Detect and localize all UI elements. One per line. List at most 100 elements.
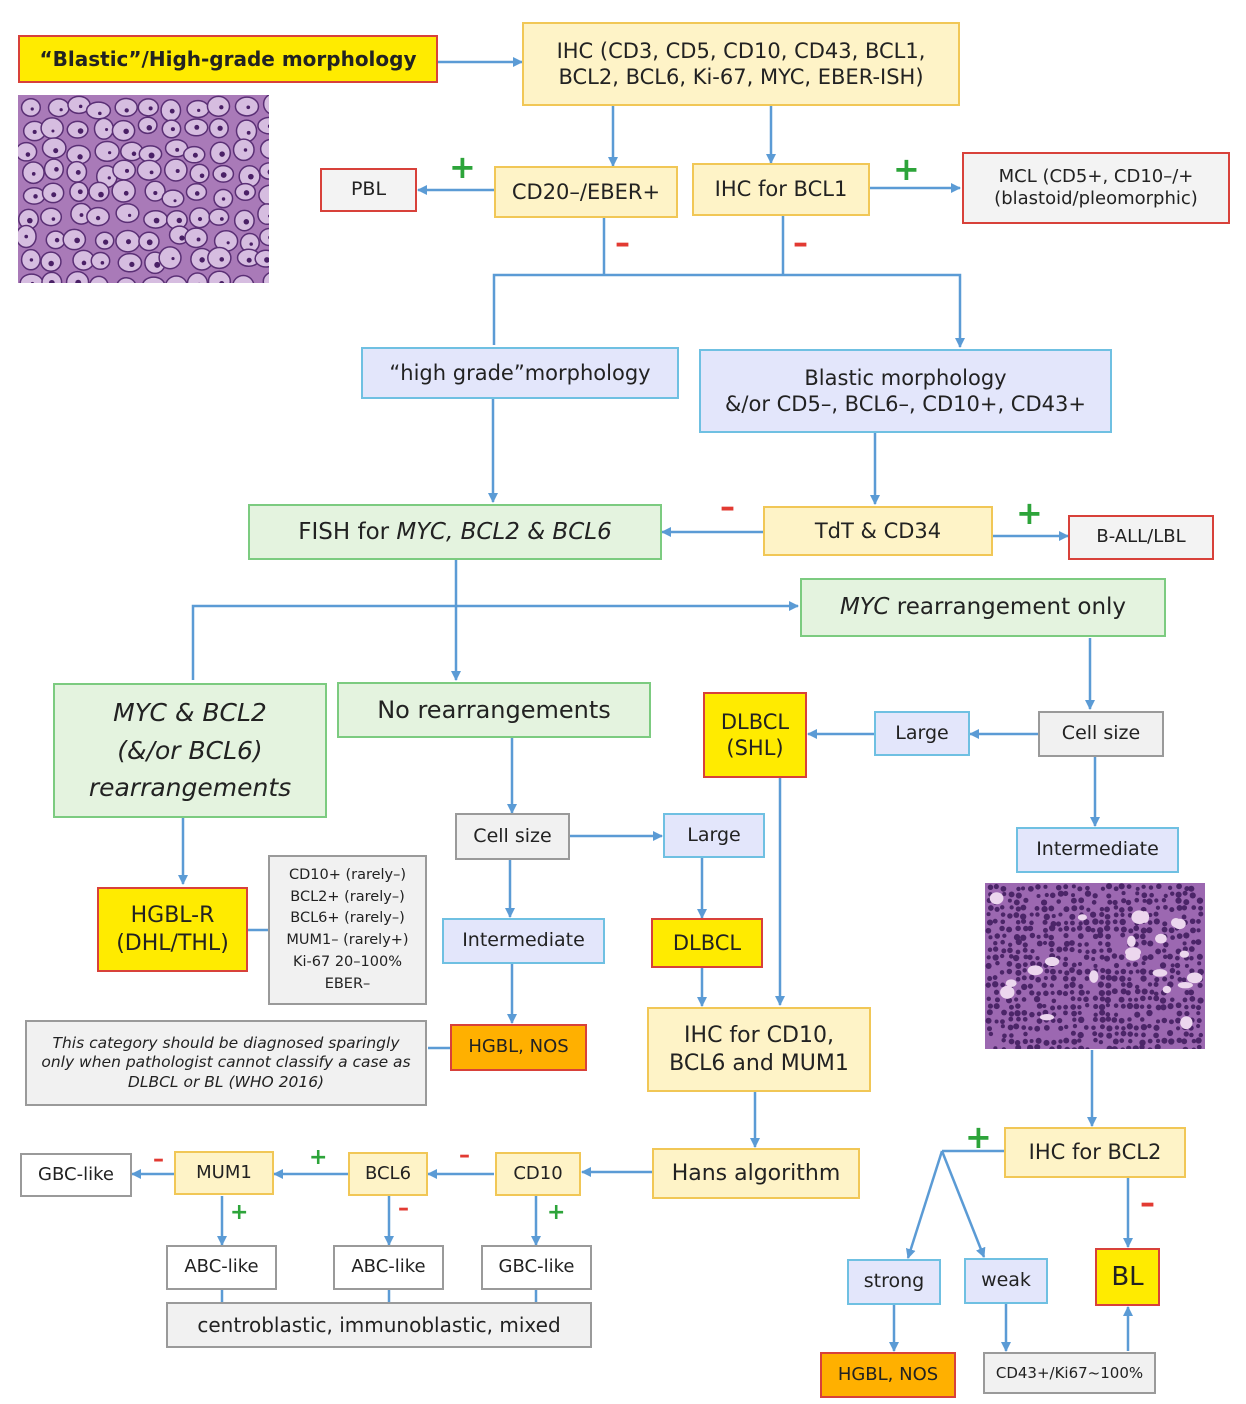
strong-box[interactable]: strong [847, 1259, 941, 1305]
mum1-label: MUM1 [196, 1161, 252, 1183]
intermediate-center-box[interactable]: Intermediate [442, 918, 605, 964]
who-note-box: This category should be diagnosed sparin… [25, 1020, 427, 1106]
dlbcl-shl-line2: (SHL) [726, 736, 784, 760]
weak-label: weak [981, 1269, 1031, 1292]
plus-sign-bcl6: + [309, 1145, 328, 1170]
morphologic-subtypes-label: centroblastic, immunoblastic, mixed [197, 1312, 561, 1337]
intermediate-right-box[interactable]: Intermediate [1016, 827, 1179, 873]
plus-sign-bcl2: + [965, 1118, 992, 1156]
phenotype-ki67: Ki-67 20–100% [293, 953, 402, 970]
mum1-box[interactable]: MUM1 [174, 1151, 274, 1195]
pbl-label: PBL [350, 178, 387, 201]
hans-algorithm-box[interactable]: Hans algorithm [652, 1148, 860, 1199]
histology-micrograph-starry-sky [985, 883, 1205, 1049]
ihc-bcl2-box[interactable]: IHC for BCL2 [1004, 1127, 1186, 1178]
dlbcl-box[interactable]: DLBCL [651, 918, 763, 968]
weak-box[interactable]: weak [964, 1258, 1048, 1304]
phenotype-mum1: MUM1– (rarely+) [286, 932, 409, 948]
ball-lbl-box[interactable]: B-ALL/LBL [1068, 515, 1214, 560]
fish-box[interactable]: FISH for MYC, BCL2 & BCL6 [248, 504, 662, 560]
hgbl-nos-right-label: HGBL, NOS [837, 1363, 939, 1385]
mcl-line1: MCL (CD5+, CD10–/+ [998, 165, 1194, 187]
myc-only-rest: rearrangement only [889, 594, 1127, 621]
hgbl-nos-center-label: HGBL, NOS [468, 1036, 569, 1058]
strong-label: strong [863, 1270, 925, 1293]
large-center-box[interactable]: Large [663, 813, 765, 858]
morphologic-subtypes-box[interactable]: centroblastic, immunoblastic, mixed [166, 1302, 592, 1348]
phenotype-eber: EBER– [324, 975, 371, 992]
ball-lbl-label: B-ALL/LBL [1096, 526, 1186, 548]
ihc-panel-line2: BCL2, BCL6, Ki-67, MYC, EBER-ISH) [558, 65, 924, 89]
bl-label: BL [1111, 1261, 1144, 1292]
myc-bcl2-line1: MYC & BCL2 [113, 698, 267, 728]
large-right-box[interactable]: Large [874, 711, 970, 756]
blastic-phenotype-line2: &/or CD5–, BCL6–, CD10+, CD43+ [725, 392, 1086, 416]
hgbl-r-box[interactable]: HGBL-R (DHL/THL) [97, 887, 248, 972]
hans-algorithm-label: Hans algorithm [671, 1160, 841, 1186]
cd43-ki67-box[interactable]: CD43+/Ki67~100% [983, 1352, 1156, 1394]
cell-size-right-box[interactable]: Cell size [1038, 711, 1164, 757]
fish-genes: MYC, BCL2 & BCL6 [396, 518, 612, 545]
myc-bcl2-rearrangements-box[interactable]: MYC & BCL2 (&/or BCL6) rearrangements [53, 683, 327, 818]
blastic-morphology-phenotype-box[interactable]: Blastic morphology &/or CD5–, BCL6–, CD1… [699, 349, 1112, 433]
mcl-box[interactable]: MCL (CD5+, CD10–/+ (blastoid/pleomorphic… [962, 152, 1230, 224]
minus-sign-cd20: – [615, 226, 630, 261]
dlbcl-shl-line1: DLBCL [720, 709, 790, 734]
ihc-bcl1-box[interactable]: IHC for BCL1 [692, 163, 870, 216]
abc-like-1-label: ABC-like [184, 1256, 259, 1278]
phenotype-cd10: CD10+ (rarely–) [288, 866, 407, 883]
abc-like-2-box[interactable]: ABC-like [333, 1245, 444, 1290]
gbc-like-left-box[interactable]: GBC-like [20, 1153, 132, 1197]
ihc-hans-line1: IHC for CD10, [684, 1023, 834, 1048]
phenotype-bcl6: BCL6+ (rarely–) [290, 910, 405, 927]
hgbl-r-phenotype-box: CD10+ (rarely–) BCL2+ (rarely–) BCL6+ (r… [268, 855, 427, 1005]
plus-sign-cd10-down: + [547, 1200, 566, 1225]
no-rearrangements-label: No rearrangements [377, 696, 611, 724]
large-center-label: Large [687, 823, 741, 846]
large-right-label: Large [895, 721, 949, 744]
fish-prefix: FISH for [298, 518, 397, 545]
high-grade-morphology-box[interactable]: “high grade”morphology [361, 347, 679, 399]
tdt-cd34-box[interactable]: TdT & CD34 [763, 506, 993, 556]
ihc-panel-line1: IHC (CD3, CD5, CD10, CD43, BCL1, [556, 38, 926, 63]
histology-micrograph-blastic [18, 95, 269, 283]
myc-only-box[interactable]: MYC rearrangement only [800, 578, 1166, 637]
cd10-box[interactable]: CD10 [495, 1152, 581, 1196]
dlbcl-shl-box[interactable]: DLBCL (SHL) [703, 692, 807, 778]
hgbl-r-line1: HGBL-R [130, 903, 215, 928]
gbc-like-2-box[interactable]: GBC-like [481, 1245, 592, 1290]
plus-sign-mcl: + [893, 150, 920, 188]
minus-sign-bcl2: – [1140, 1186, 1155, 1221]
tdt-cd34-label: TdT & CD34 [814, 518, 942, 543]
bl-box[interactable]: BL [1095, 1248, 1160, 1306]
hgbl-nos-right-box[interactable]: HGBL, NOS [820, 1352, 956, 1398]
minus-sign-bcl1: – [793, 226, 808, 261]
plus-sign-tdt: + [1016, 494, 1043, 532]
cell-size-right-label: Cell size [1061, 722, 1141, 745]
abc-like-1-box[interactable]: ABC-like [166, 1245, 277, 1290]
hgbl-r-line2: (DHL/THL) [116, 930, 229, 956]
myc-only-gene: MYC [839, 594, 890, 621]
bcl6-label: BCL6 [364, 1162, 412, 1184]
abc-like-2-label: ABC-like [351, 1256, 426, 1278]
minus-sign-cd10: – [459, 1143, 470, 1168]
who-note-text: This category should be diagnosed sparin… [41, 1033, 411, 1091]
phenotype-bcl2: BCL2+ (rarely–) [290, 888, 405, 905]
mcl-line2: (blastoid/pleomorphic) [994, 188, 1198, 209]
plus-sign-mum1-down: + [230, 1200, 249, 1225]
dlbcl-label: DLBCL [672, 930, 742, 955]
cell-size-center-box[interactable]: Cell size [455, 813, 570, 860]
ihc-panel-box[interactable]: IHC (CD3, CD5, CD10, CD43, BCL1, BCL2, B… [522, 22, 960, 106]
bcl6-box[interactable]: BCL6 [348, 1152, 428, 1196]
cd10-label: CD10 [513, 1162, 563, 1184]
minus-sign-mum1: – [153, 1147, 164, 1172]
myc-bcl2-line2: (&/or BCL6) [117, 735, 263, 765]
ihc-hans-box[interactable]: IHC for CD10, BCL6 and MUM1 [647, 1007, 871, 1092]
cd20-eber-box[interactable]: CD20–/EBER+ [494, 166, 678, 218]
no-rearrangements-box[interactable]: No rearrangements [337, 682, 651, 738]
pbl-box[interactable]: PBL [320, 168, 417, 212]
blastic-morphology-box[interactable]: “Blastic”/High-grade morphology [18, 35, 438, 83]
hgbl-nos-center-box[interactable]: HGBL, NOS [450, 1024, 587, 1071]
